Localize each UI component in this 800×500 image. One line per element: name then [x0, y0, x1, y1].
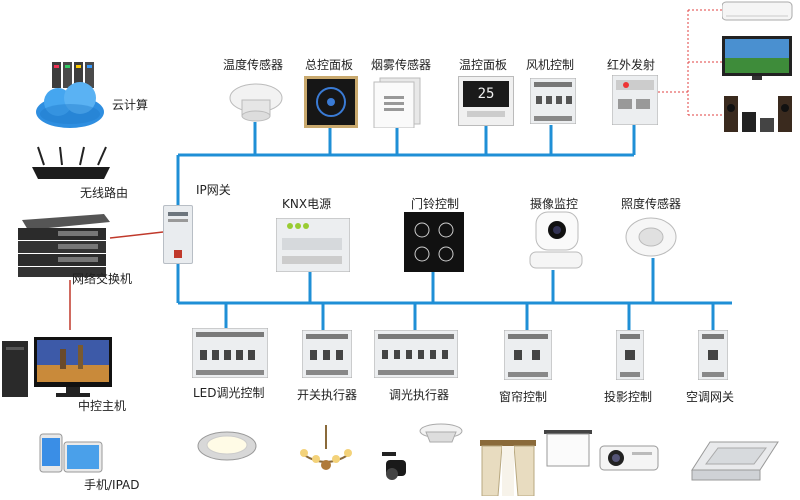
- speaker-system-icon: [724, 96, 792, 132]
- switch-actuator-label: 开关执行器: [297, 388, 358, 402]
- dimming-actuator-label: 调光执行器: [389, 388, 450, 402]
- chandelier-icon: [300, 425, 352, 470]
- camera-label: 摄像监控: [530, 197, 579, 211]
- network-line: [109, 231, 164, 239]
- led-downlight-icon: [197, 431, 257, 461]
- temperature-sensor-icon: [229, 83, 283, 122]
- fan-controller-icon: [530, 78, 576, 124]
- projector-control-label: 投影控制: [604, 390, 653, 404]
- mobile-label: 手机/IPAD: [84, 478, 140, 492]
- ac-gateway-module-icon: [698, 330, 728, 380]
- track-spotlight-icon: [382, 452, 406, 480]
- switch-label: 网络交换机: [72, 272, 133, 286]
- illuminance-sensor-icon: [625, 217, 677, 257]
- projection-screen-icon: [544, 430, 592, 467]
- ceiling-downlight-icon: [419, 423, 463, 443]
- ip-gateway-device: [163, 205, 193, 264]
- window-curtain-icon: [480, 440, 536, 496]
- thermostat-panel-device: 25: [458, 76, 514, 126]
- mobile-tablet-icon: [39, 433, 103, 473]
- knx-power-label: KNX电源: [282, 197, 332, 211]
- router-label: 无线路由: [80, 186, 129, 200]
- projector-icon: [599, 445, 659, 471]
- ac-gateway-label: 空调网关: [686, 390, 735, 404]
- curtain-controller-module-icon: [504, 330, 552, 380]
- doorbell-label: 门铃控制: [411, 197, 460, 211]
- switch-actuator-module-icon: [302, 330, 352, 378]
- ir-emitter-label: 红外发射: [607, 58, 656, 72]
- air-conditioner-icon: [722, 1, 793, 21]
- cloud-label: 云计算: [112, 98, 149, 112]
- projector-controller-module-icon: [616, 330, 644, 380]
- smoke-sensor-icon: [373, 77, 421, 128]
- knx-power-supply-icon: [276, 218, 350, 272]
- thermostat-display: 25: [463, 81, 509, 107]
- cassette-ac-icon: [691, 441, 779, 481]
- master-panel-label: 总控面板: [305, 58, 354, 72]
- host-computer-icon: [2, 337, 112, 397]
- dimming-actuator-module-icon: [374, 330, 458, 378]
- master-panel-icon: [304, 76, 358, 128]
- fan-control-label: 风机控制: [526, 58, 575, 72]
- illuminance-sensor-label: 照度传感器: [621, 197, 682, 211]
- host-label: 中控主机: [78, 399, 127, 413]
- television-icon: [722, 36, 792, 80]
- security-camera-icon: [529, 211, 583, 269]
- router-icon: [32, 146, 110, 179]
- cloud-server-icon: [36, 62, 104, 128]
- curtain-control-label: 窗帘控制: [499, 390, 548, 404]
- thermostat-panel-label: 温控面板: [459, 58, 508, 72]
- ir-emitter-icon: [612, 75, 658, 125]
- doorbell-panel-icon: [404, 212, 464, 272]
- led-dimming-label: LED调光控制: [193, 386, 265, 400]
- temp-sensor-label: 温度传感器: [223, 58, 284, 72]
- smoke-sensor-label: 烟雾传感器: [371, 58, 432, 72]
- ip-gateway-label: IP网关: [196, 183, 231, 197]
- network-switch-icon: [18, 214, 110, 277]
- led-dimmer-module-icon: [192, 328, 268, 378]
